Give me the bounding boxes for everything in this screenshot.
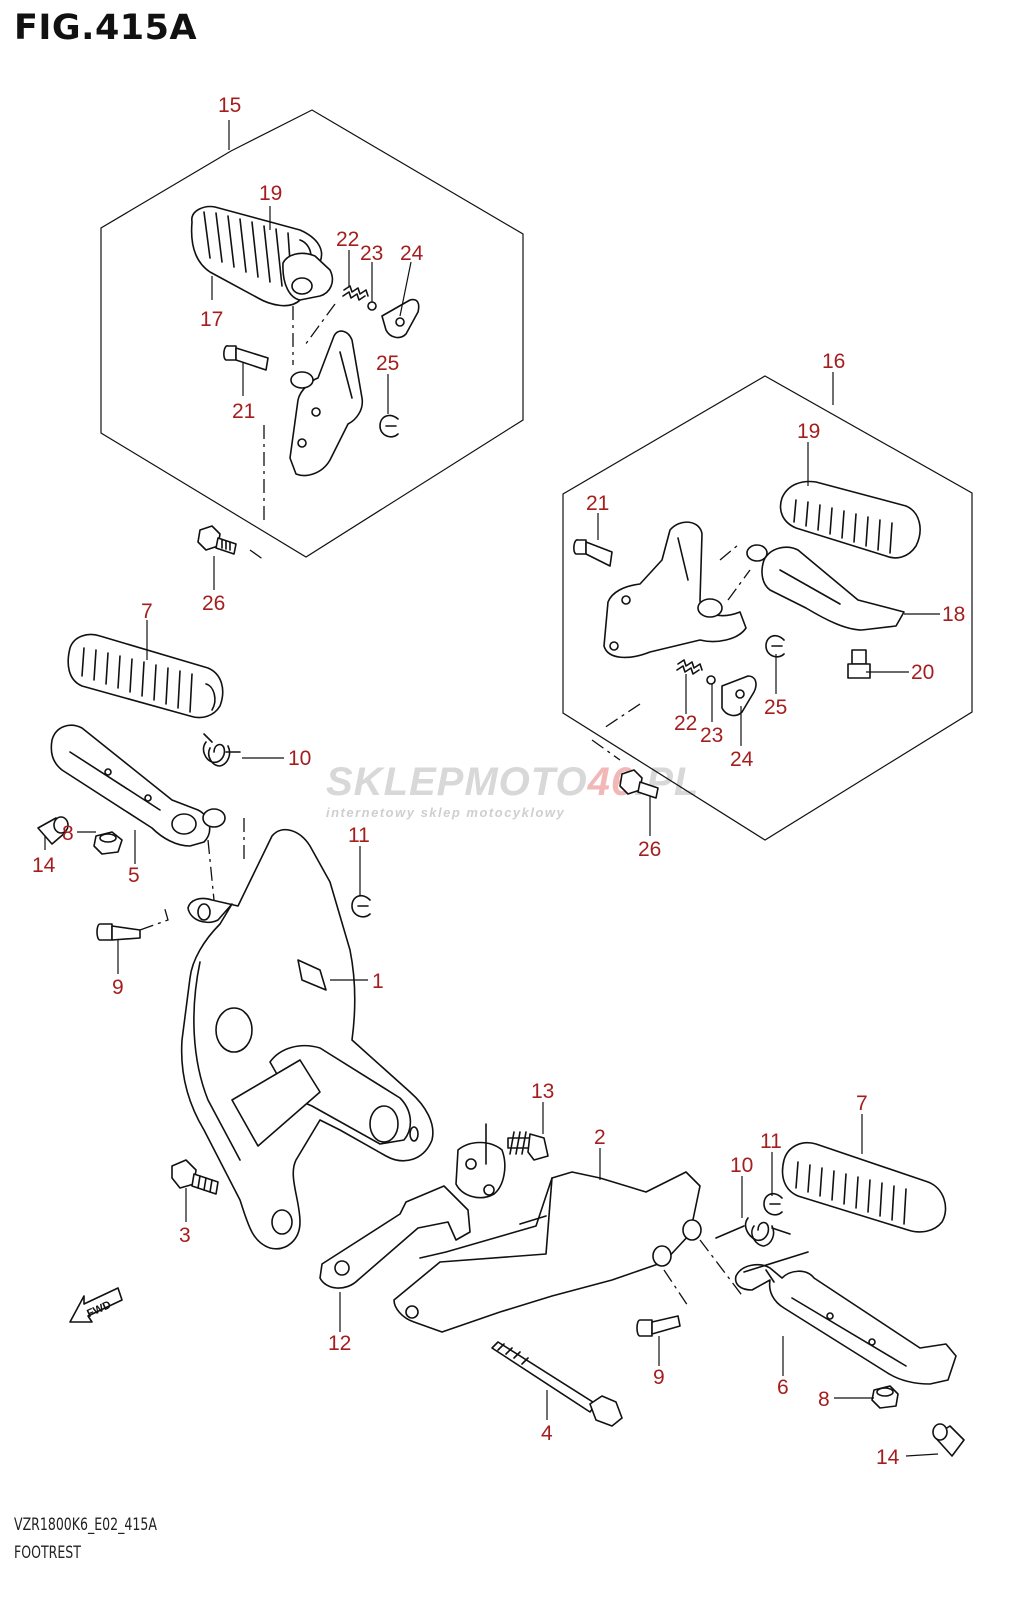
footpeg-18 [746, 544, 905, 631]
callout-8: 8 [818, 1388, 830, 1411]
plate-24-lower [721, 675, 757, 717]
bolt-9-left [96, 905, 169, 941]
callout-13: 13 [531, 1080, 554, 1103]
main-bracket-1 [180, 828, 434, 1250]
callout-21: 21 [586, 492, 609, 515]
callout-10: 10 [288, 747, 311, 770]
bolt-3 [171, 1159, 219, 1195]
callout-18: 18 [942, 603, 965, 626]
callout-25: 25 [376, 352, 399, 375]
kit-outline-16 [562, 375, 973, 841]
callout-9: 9 [112, 976, 124, 999]
callout-14: 14 [876, 1446, 900, 1469]
footpeg-rubber-7-left [67, 633, 224, 719]
callout-11: 11 [760, 1130, 782, 1153]
callout-numbers: 15 19 22 23 24 17 21 25 26 16 19 21 18 2… [32, 94, 965, 1469]
footpeg-bracket-lower [603, 521, 751, 659]
callout-22: 22 [336, 228, 359, 251]
bolt-13 [507, 1131, 549, 1161]
svg-text:SKLEPMOTO46.PL: SKLEPMOTO46.PL [326, 760, 699, 804]
nut-8-right [871, 1385, 899, 1409]
cap-14-left [37, 816, 69, 845]
kit-outline-15 [100, 109, 524, 558]
bolt-20 [847, 649, 871, 679]
callout-21: 21 [232, 400, 255, 423]
callout-24: 24 [730, 748, 754, 771]
bolt-26-lower [591, 703, 659, 799]
ball-23-lower [706, 675, 716, 685]
eclip-25-upper [379, 414, 399, 438]
fwd-arrow-icon: FWD [69, 1287, 123, 1323]
plate-24-upper [381, 298, 420, 339]
leader-lines [44, 120, 940, 1457]
spring-10-right [715, 1217, 791, 1247]
ball-23-upper [367, 301, 377, 311]
callout-26: 26 [638, 838, 661, 861]
callout-16: 16 [822, 350, 845, 373]
callout-24: 24 [400, 242, 424, 265]
callout-19: 19 [797, 420, 820, 443]
figure-caption: FOOTREST [14, 1543, 81, 1563]
footpeg-5 [50, 724, 245, 901]
footpeg-bracket-upper [289, 330, 364, 477]
cap-14-right [932, 1423, 965, 1457]
callout-5: 5 [128, 864, 140, 887]
nut-8-left [93, 831, 123, 855]
bolt-9-right [636, 1315, 681, 1337]
watermark-tagline: internetowy sklep motocyklowy [326, 805, 565, 820]
callout-1: 1 [372, 970, 384, 993]
callout-25: 25 [764, 696, 787, 719]
callout-3: 3 [179, 1224, 191, 1247]
eclip-11-right [763, 1192, 783, 1216]
callout-9: 9 [653, 1366, 665, 1389]
figure-model-code: VZR1800K6_E02_415A [14, 1515, 157, 1535]
callout-12: 12 [328, 1332, 351, 1355]
footpeg-rubber-19-lower [779, 480, 921, 559]
bracket-2 [393, 1171, 745, 1333]
callout-23: 23 [360, 242, 383, 265]
spring-22-lower [676, 659, 703, 675]
callout-10: 10 [730, 1154, 753, 1177]
spring-22-upper [342, 285, 369, 301]
bolt-4 [491, 1341, 623, 1427]
callout-6: 6 [777, 1376, 789, 1399]
callout-11: 11 [348, 824, 370, 847]
spring-10-left [202, 733, 241, 767]
callout-22: 22 [674, 712, 697, 735]
footpeg-6 [734, 1251, 957, 1385]
watermark: SKLEPMOTO46.PL internetowy sklep motocyk… [326, 760, 699, 820]
heel-plate-12 [319, 1123, 506, 1289]
eclip-11-left [351, 894, 371, 918]
callout-26: 26 [202, 592, 225, 615]
eclip-25-lower [765, 634, 785, 658]
callout-8: 8 [62, 822, 74, 845]
callout-19: 19 [259, 182, 282, 205]
footpeg-17 [282, 252, 336, 365]
callout-17: 17 [200, 308, 223, 331]
bolt-26-upper [197, 425, 265, 561]
bolt-21-upper [223, 345, 269, 371]
callout-23: 23 [700, 724, 723, 747]
figure-title: FIG.415A [14, 8, 198, 48]
footpeg-rubber-7-right [781, 1142, 947, 1233]
callout-2: 2 [594, 1126, 606, 1149]
callout-20: 20 [911, 661, 934, 684]
callout-15: 15 [218, 94, 241, 117]
callout-14: 14 [32, 854, 56, 877]
callout-7: 7 [856, 1092, 868, 1115]
bolt-21-lower [573, 539, 613, 567]
callout-7: 7 [141, 600, 153, 623]
callout-4: 4 [541, 1422, 553, 1445]
